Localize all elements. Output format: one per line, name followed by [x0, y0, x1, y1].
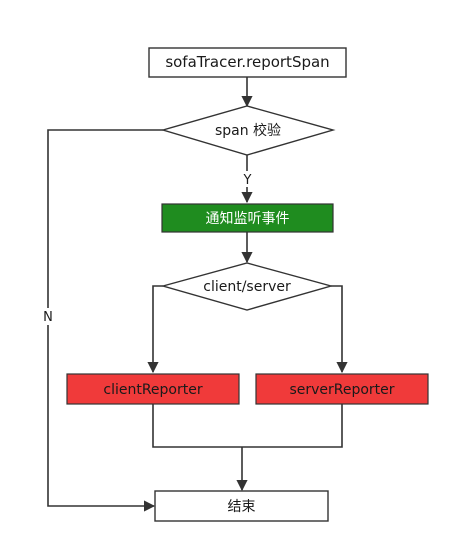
node-report-span: sofaTracer.reportSpan	[148, 47, 347, 78]
edge-role-to-server	[331, 285, 348, 374]
edge-label-no-bg	[41, 308, 55, 325]
edge-check-no	[47, 129, 163, 512]
node-client-reporter-label: clientReporter	[103, 382, 202, 398]
node-notify: 通知监听事件	[161, 203, 334, 233]
edge-role-to-client	[147, 285, 163, 374]
node-report-span-box	[148, 47, 347, 78]
node-span-check-diamond	[160, 105, 336, 156]
node-end-label: 结束	[228, 499, 256, 515]
edge-label-yes-bg	[241, 171, 254, 187]
node-end-box	[154, 490, 329, 522]
node-client-reporter: clientReporter	[66, 373, 240, 405]
node-notify-box	[161, 203, 334, 233]
node-span-check-label: span 校验	[215, 122, 281, 139]
node-span-check: span 校验	[160, 105, 336, 156]
node-notify-label: 通知监听事件	[206, 210, 290, 227]
node-server-reporter-label: serverReporter	[289, 382, 394, 398]
node-role-check-diamond	[160, 262, 334, 311]
node-role-check: client/server	[160, 262, 334, 311]
node-role-check-label: client/server	[203, 279, 291, 295]
edge-label-no: N	[43, 310, 53, 325]
node-server-reporter-box	[255, 373, 429, 405]
node-client-reporter-box	[66, 373, 240, 405]
node-end: 结束	[154, 490, 329, 522]
edge-label-yes: Y	[243, 173, 252, 188]
node-server-reporter: serverReporter	[255, 373, 429, 405]
node-report-span-label: sofaTracer.reportSpan	[165, 53, 329, 71]
edge-client-merge	[152, 404, 343, 448]
